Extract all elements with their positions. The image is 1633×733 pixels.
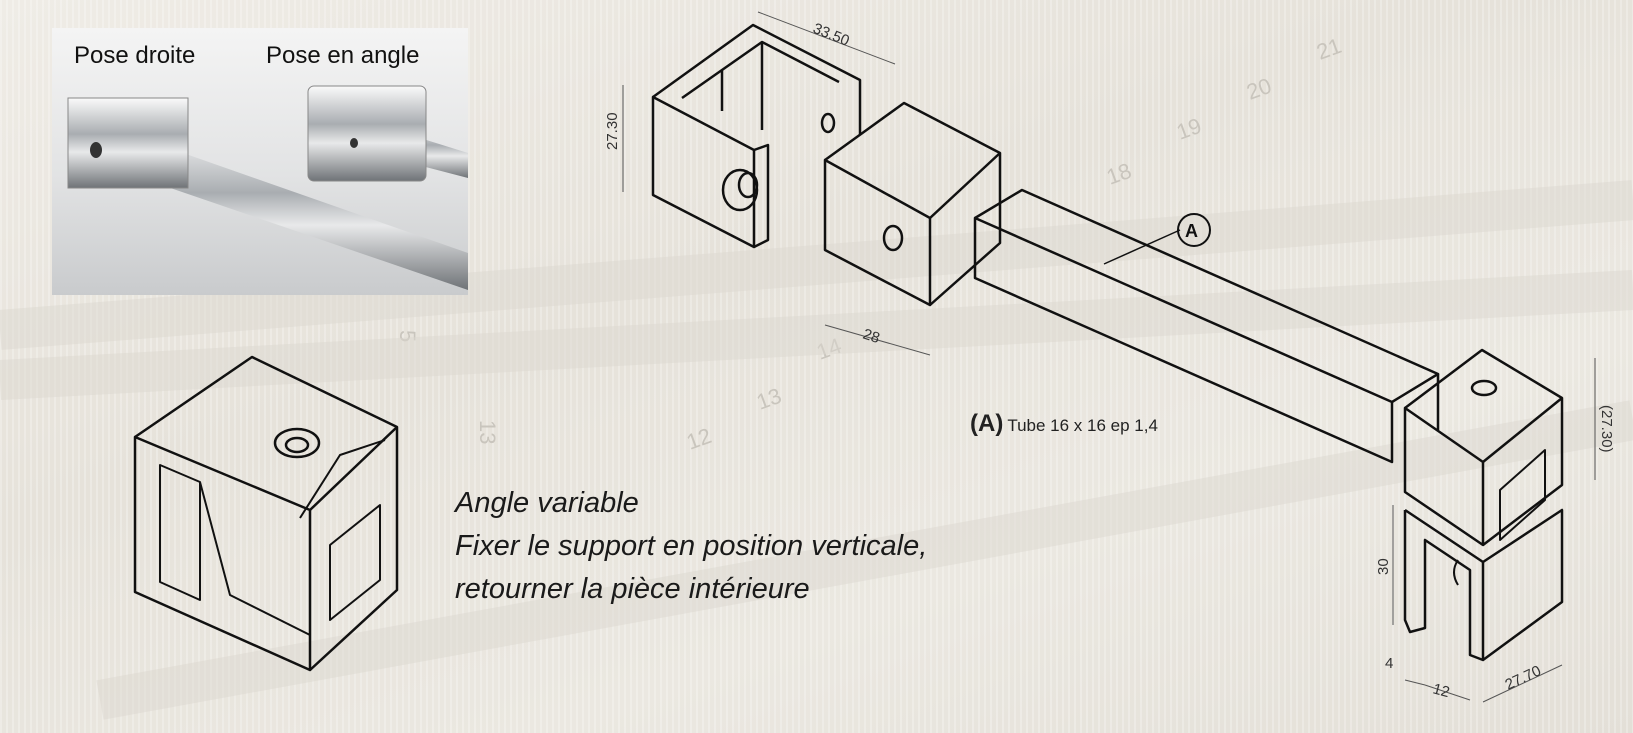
svg-text:13: 13 (475, 420, 500, 444)
chrome-fittings-illustration (67, 85, 468, 290)
dim-clamp-wall: 4 (1385, 655, 1393, 672)
wall-bracket-drawing (651, 23, 862, 249)
angle-caption: Angle variable Fixer le support en posit… (455, 482, 927, 611)
tube-description: Tube 16 x 16 ep 1,4 (1007, 416, 1158, 435)
dim-sleeve-length: 28 (861, 326, 882, 347)
straight-bracket (67, 97, 189, 189)
end-block-drawing (1403, 348, 1564, 547)
dim-wall-bracket-height: 27.30 (604, 112, 621, 150)
tube-marker: (A) (970, 410, 1004, 437)
product-photo: Pose droite Pose en angle (52, 28, 468, 295)
label-pose-droite: Pose droite (74, 42, 196, 69)
caption-line-2: Fixer le support en position verticale, (455, 530, 928, 562)
dimension-lines (622, 11, 1596, 703)
dim-wall-bracket-depth: 33.50 (811, 20, 852, 50)
angle-fitting-drawing (133, 355, 399, 672)
tube-spec: (A)Tube 16 x 16 ep 1,4 (970, 410, 1158, 438)
tube-drawing (973, 188, 1440, 464)
straight-tube (112, 128, 468, 290)
caption-line-1: Angle variable (455, 487, 639, 519)
dim-clamp-width: 27.70 (1503, 662, 1544, 693)
tube-callout: A (1185, 221, 1198, 241)
dim-clamp-slot: 12 (1431, 680, 1452, 701)
dim-end-block-height: (27.30) (1598, 405, 1615, 453)
sleeve-drawing (823, 101, 1002, 307)
dim-clamp-height: 30 (1375, 558, 1392, 575)
angle-bracket (307, 85, 427, 182)
caption-line-3: retourner la pièce intérieure (455, 573, 810, 605)
clamp-drawing (1403, 508, 1564, 662)
label-pose-en-angle: Pose en angle (266, 42, 420, 69)
